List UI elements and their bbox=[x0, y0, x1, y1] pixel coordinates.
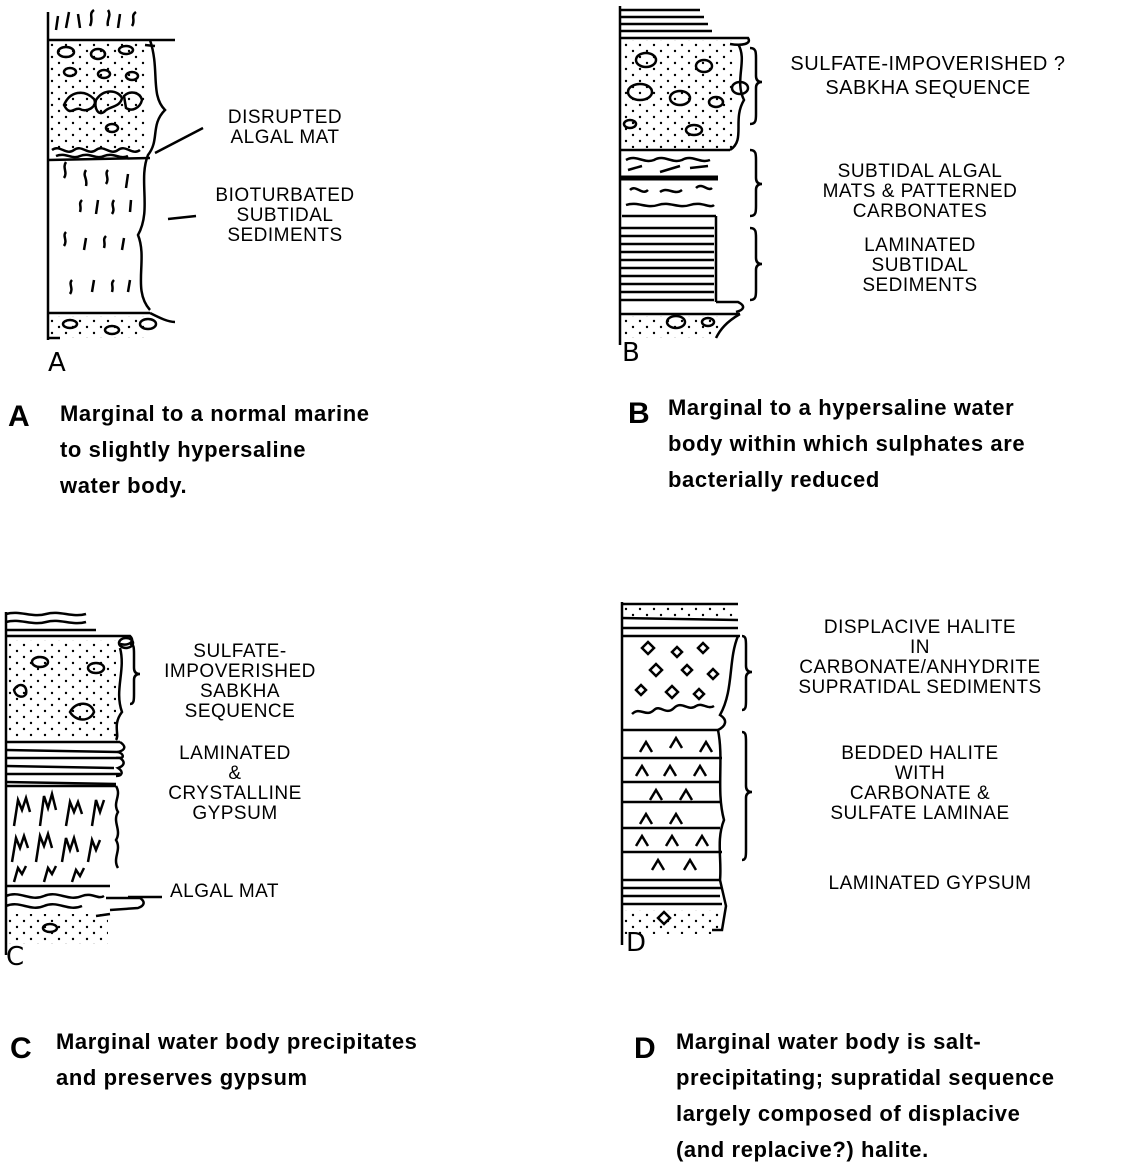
label-displacive-halite: DISPLACIVE HALITE IN CARBONATE/ANHYDRITE… bbox=[770, 618, 1070, 698]
label-laminated-gypsum-d: LAMINATED GYPSUM bbox=[800, 874, 1060, 894]
label-bedded-halite: BEDDED HALITE WITH CARBONATE & SULFATE L… bbox=[800, 744, 1040, 824]
caption-d-letter: D bbox=[634, 1034, 656, 1064]
panel-d-letter: D bbox=[626, 930, 646, 956]
caption-d: Marginal water body is salt- precipitati… bbox=[676, 1024, 1055, 1168]
